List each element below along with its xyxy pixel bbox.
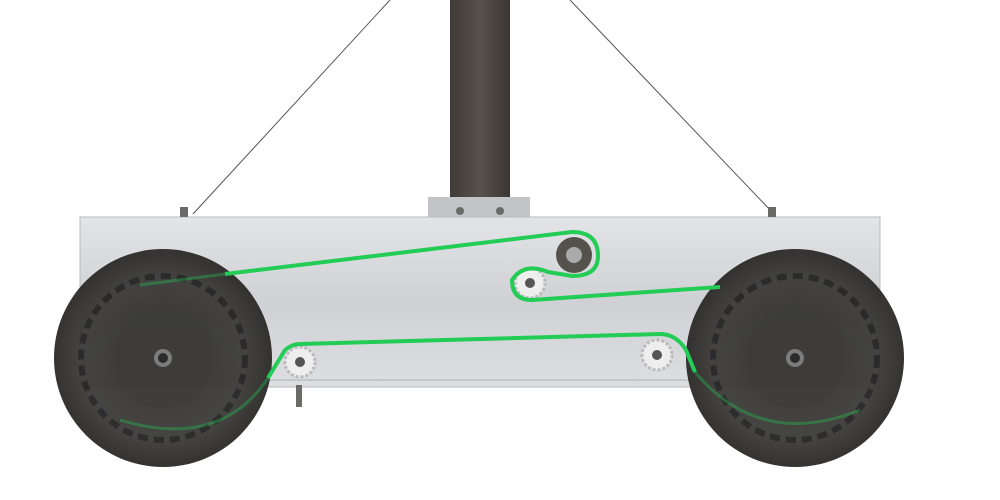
upper-belt-back (139, 272, 226, 287)
bolt (180, 207, 188, 217)
right-wheel (686, 249, 904, 467)
upper-belt (224, 230, 721, 302)
drive-sprocket (556, 237, 592, 273)
bolt (296, 385, 302, 407)
bolt (456, 207, 464, 215)
lower-belt-back (119, 371, 861, 431)
bolt (768, 207, 776, 217)
lower-belt (266, 332, 697, 380)
guy-wire-right (569, 0, 773, 213)
mast-pole (450, 0, 510, 200)
mast-base (428, 197, 530, 218)
idler-sprocket (640, 338, 674, 372)
guy-wire-left (192, 0, 391, 215)
left-wheel (54, 249, 272, 467)
idler-sprocket (283, 345, 317, 379)
bolt (496, 207, 504, 215)
